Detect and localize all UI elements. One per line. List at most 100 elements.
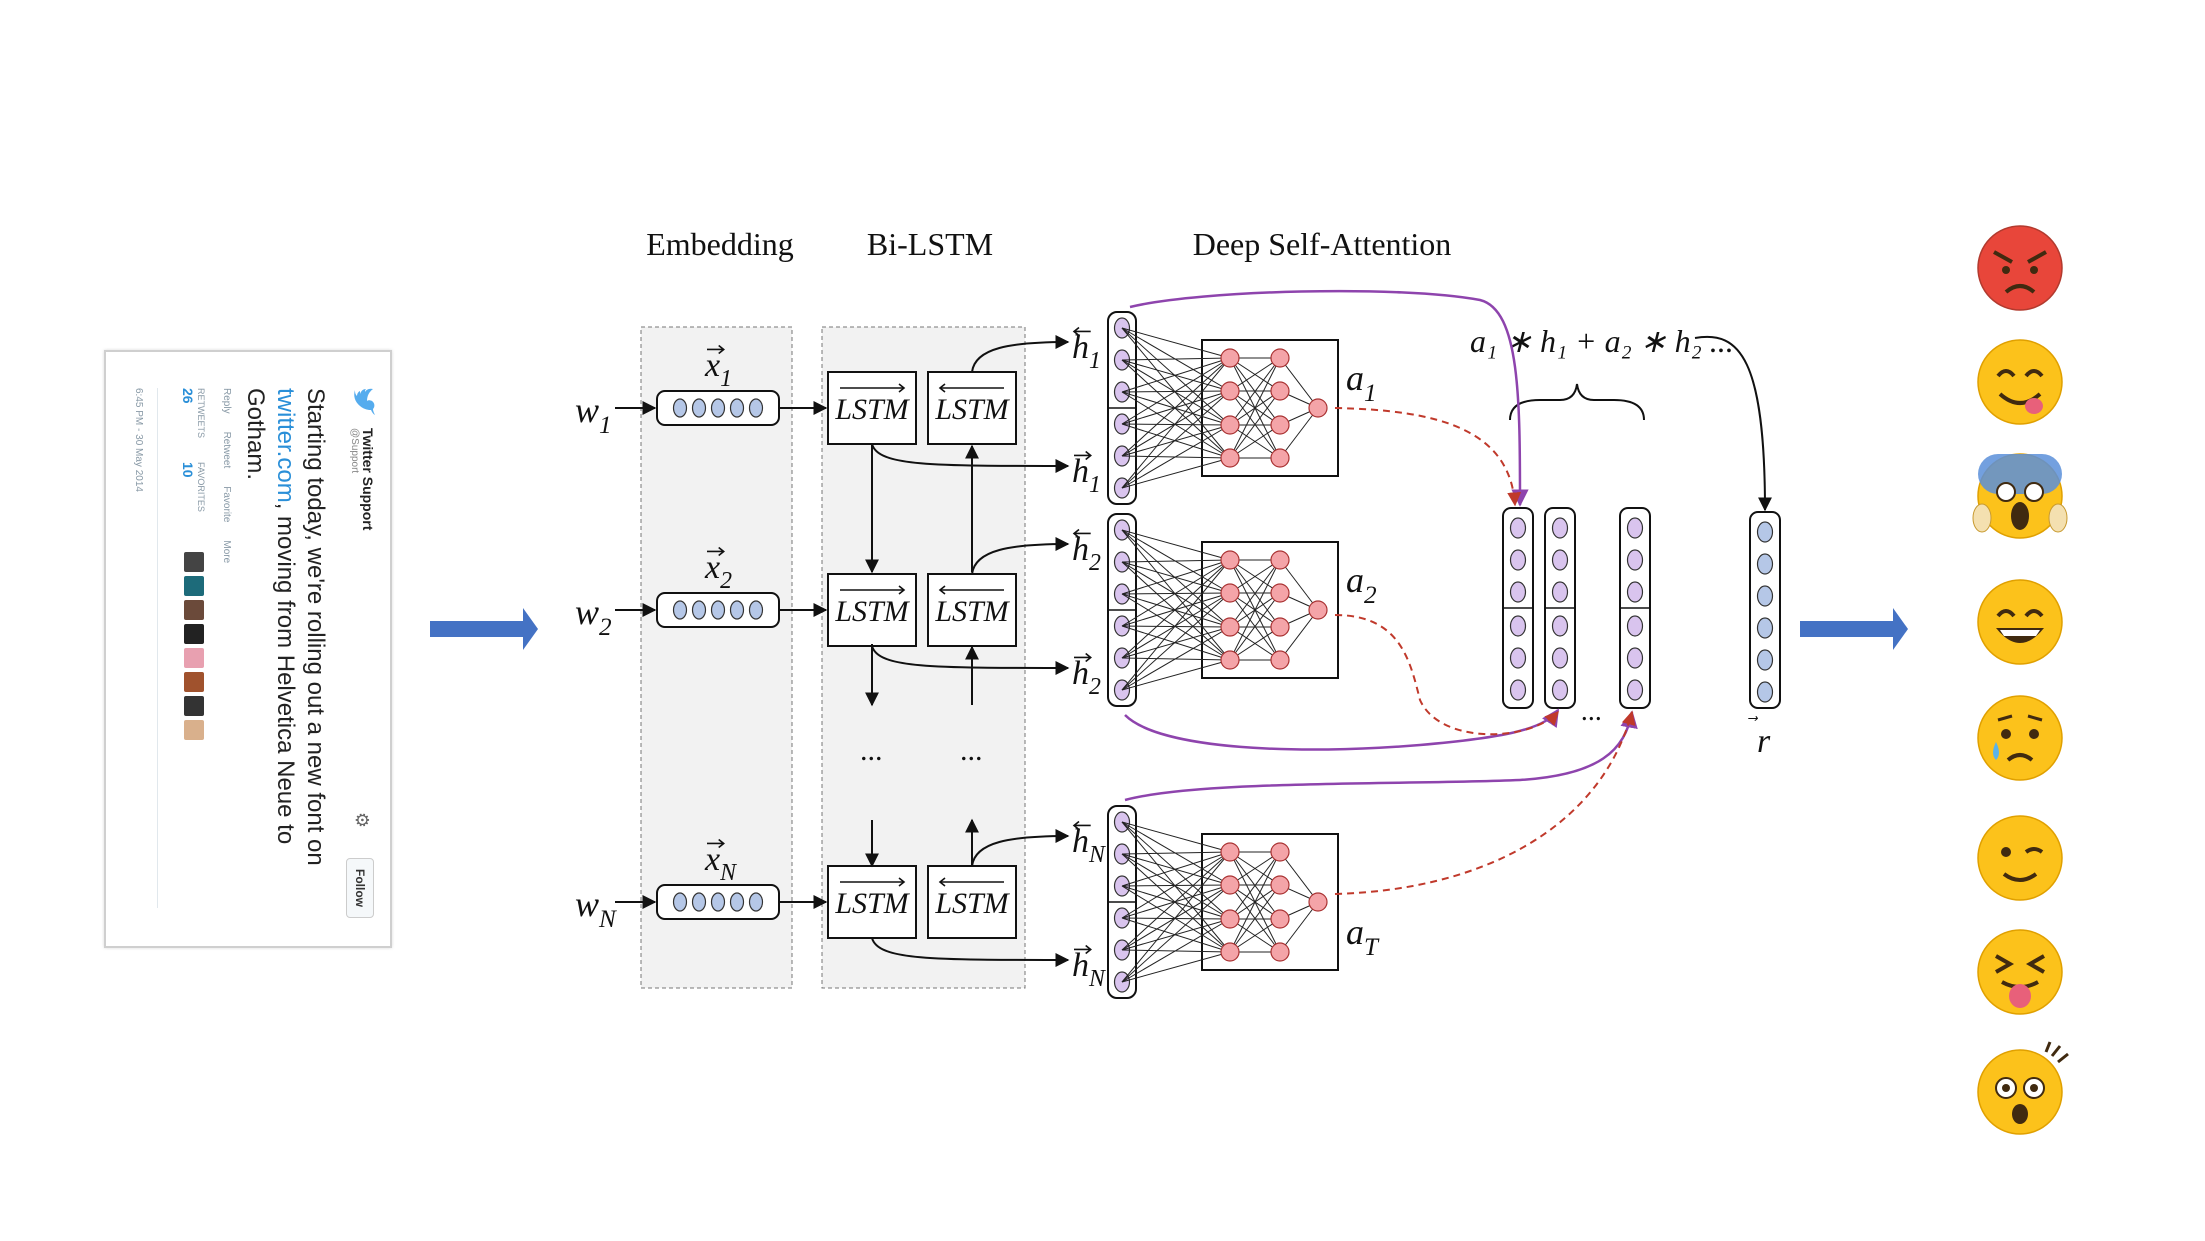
weighted-node: [1551, 549, 1569, 571]
forward-to-h-arrow: [871, 937, 1070, 967]
weighted-node: [1509, 549, 1527, 571]
attention-network: [1121, 821, 1339, 983]
attention-node: [1220, 381, 1240, 401]
output-arrow: [1800, 608, 1908, 650]
attention-label: Deep Self-Attention: [1193, 226, 1452, 262]
output-vector: [1749, 511, 1781, 709]
h-forward-label: hN: [1072, 947, 1106, 992]
weighted-node: [1551, 581, 1569, 603]
h-forward-label-base: h: [1072, 453, 1089, 490]
h-backward-label-subscript: 2: [1089, 550, 1101, 576]
lstm-backward-box: LSTM: [927, 865, 1017, 939]
attention-output-node: [1308, 600, 1328, 620]
h-backward-label-base: h: [1072, 823, 1089, 860]
lstm-forward-box: LSTM: [827, 573, 917, 647]
h1-to-vector-curve: [1129, 289, 1529, 507]
a2-to-vector-curve: [1334, 614, 1559, 736]
attention-weight-label-subscript: 1: [1364, 380, 1377, 407]
crying-face-icon: [1977, 695, 2063, 781]
word-label-subscript: 2: [599, 614, 612, 641]
embedding-label-base: x: [704, 549, 720, 586]
attention-node: [1220, 842, 1240, 862]
embedding-label-accent-arrow: [707, 838, 725, 849]
embedding-node: [691, 398, 707, 418]
weighted-node: [1509, 581, 1527, 603]
sum-brace: [1509, 383, 1645, 421]
embedding-label-subscript: 2: [720, 568, 732, 594]
lstm-forward-box-label: LSTM: [834, 393, 910, 426]
weighted-node: [1551, 517, 1569, 539]
lstm-chain: ... ...: [861, 443, 983, 868]
tweet-header: Twitter Support @Support: [349, 388, 376, 530]
a1-to-vector-curve: [1334, 407, 1522, 507]
attention-node: [1270, 617, 1290, 637]
hidden-vector: [1107, 513, 1137, 707]
embedding-label: Embedding: [646, 226, 794, 262]
h-backward-label: hN: [1072, 823, 1106, 868]
output-vector-arrow-accent: ⃗: [1748, 716, 1759, 721]
attention-node: [1220, 942, 1240, 962]
lstm-forward-box-label: LSTM: [834, 887, 910, 920]
embedding-label-base: x: [704, 841, 720, 878]
weighted-node: [1509, 647, 1527, 669]
embedding-label-base: x: [704, 347, 720, 384]
embedding-label: x1: [704, 347, 732, 392]
h-backward-label: h1: [1072, 329, 1101, 374]
backward-to-h-arrow: [971, 335, 1070, 373]
weighted-node: [1626, 517, 1644, 539]
embedding-node: [691, 600, 707, 620]
angry-face-icon: [1977, 225, 2063, 311]
attention-weight-label: aT: [1346, 912, 1380, 961]
weighted-node: [1551, 679, 1569, 701]
embedding-node: [729, 892, 745, 912]
h-backward-label-subscript: N: [1088, 842, 1106, 868]
h-forward-label-base: h: [1072, 947, 1089, 984]
h-forward-label-accent-arrow: [1074, 652, 1092, 663]
bilstm-label: Bi-LSTM: [867, 226, 993, 262]
face-screaming-in-fear-icon: [1972, 453, 2068, 539]
embedding-label-subscript: N: [719, 860, 737, 886]
h-backward-label: h2: [1072, 531, 1101, 576]
attention-node: [1270, 583, 1290, 603]
attention-output-node: [1308, 892, 1328, 912]
attention-node: [1270, 842, 1290, 862]
embedding-label: xN: [704, 841, 737, 886]
weighted-node: [1626, 679, 1644, 701]
embedding-node: [748, 398, 764, 418]
weighted-node: [1551, 647, 1569, 669]
h-forward-label-subscript: 2: [1089, 674, 1101, 700]
winking-face-icon: [1977, 815, 2063, 901]
embedding-node: [672, 600, 688, 620]
hidden-vector: [1107, 805, 1137, 999]
tweet-rotated-content: Twitter Support @Support ⚙ Follow Starti…: [106, 352, 390, 946]
lstm-forward-box: LSTM: [827, 865, 917, 939]
vectors-ellipsis: ...: [1582, 696, 1603, 727]
attention-node: [1270, 415, 1290, 435]
output-node: [1756, 553, 1774, 575]
attention-node: [1220, 650, 1240, 670]
hN-to-vector-curve: [1124, 710, 1638, 802]
weighted-vector: [1544, 507, 1576, 709]
attention-weight-label: a2: [1346, 560, 1377, 609]
tweet-card: Twitter Support @Support ⚙ Follow Starti…: [104, 350, 392, 948]
attention-weight-label-base: a: [1346, 912, 1364, 952]
attention-node: [1270, 942, 1290, 962]
output-node: [1756, 649, 1774, 671]
h-forward-label: h2: [1072, 655, 1101, 700]
embedding-node: [691, 892, 707, 912]
attention-node: [1220, 583, 1240, 603]
forward-to-h-arrow: [871, 443, 1070, 473]
word-label-subscript: N: [598, 906, 617, 933]
word-label: w2: [575, 592, 612, 641]
embedding-vector: [656, 884, 780, 920]
embedding-node: [729, 600, 745, 620]
attention-network: [1121, 327, 1339, 489]
attention-weighted-vectors: [1502, 507, 1651, 709]
embedding-label-subscript: 1: [720, 366, 732, 392]
attention-node: [1220, 348, 1240, 368]
lstm-forward-box: LSTM: [827, 371, 917, 445]
astonished-face-icon: [1977, 1041, 2069, 1135]
embedding-node: [710, 600, 726, 620]
emoji-column: [1972, 225, 2069, 1135]
